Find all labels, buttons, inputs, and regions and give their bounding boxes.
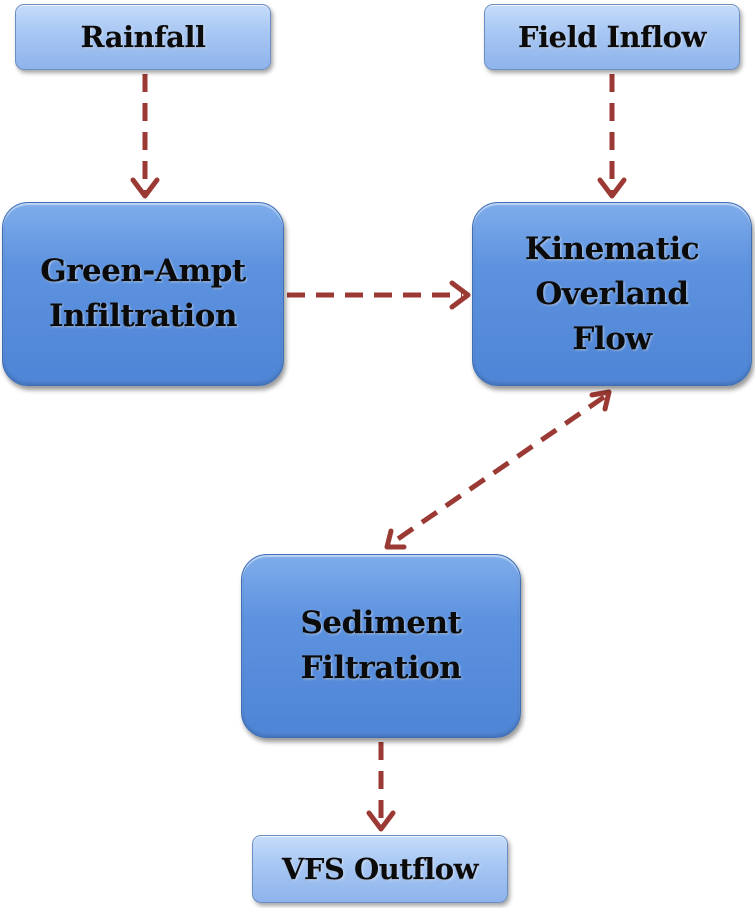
green-ampt-line-2: Infiltration [49, 298, 237, 334]
rainfall-box: Rainfall [15, 4, 271, 70]
kinematic-line-2: Overland [535, 275, 689, 312]
arrow-kinematic-sediment [390, 394, 606, 546]
arrowhead-kinematic-left [449, 280, 471, 310]
field-inflow-label: Field Inflow [518, 20, 706, 54]
sediment-line-1: Sediment [300, 605, 462, 641]
vfs-outflow-label: VFS Outflow [281, 852, 479, 886]
arrowhead-kinematic-bottom [589, 389, 612, 412]
rainfall-label: Rainfall [80, 20, 206, 54]
kinematic-line-1: Kinematic [524, 230, 700, 267]
arrowhead-green-ampt [130, 177, 160, 199]
sediment-filtration-box: Sediment Filtration [241, 554, 521, 738]
vfs-outflow-box: VFS Outflow [252, 835, 508, 903]
green-ampt-line-1: Green-Ampt [40, 253, 246, 289]
arrowhead-sediment-top [384, 528, 407, 550]
arrowhead-vfs [366, 810, 396, 832]
sediment-line-2: Filtration [300, 650, 462, 686]
arrowhead-kinematic-top [597, 177, 627, 199]
kinematic-overland-flow-box: Kinematic Overland Flow [472, 202, 752, 386]
green-ampt-infiltration-box: Green-Ampt Infiltration [2, 202, 284, 386]
kinematic-line-3: Flow [572, 320, 652, 357]
field-inflow-box: Field Inflow [484, 4, 740, 70]
